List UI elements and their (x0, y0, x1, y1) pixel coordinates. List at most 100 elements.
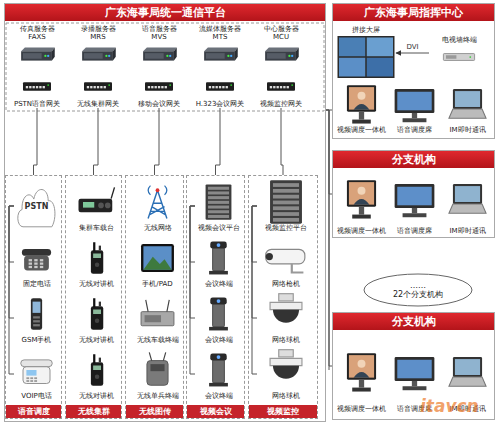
device-box: 固定电话 (14, 236, 59, 288)
device-box: 无线对讲机 (74, 292, 119, 344)
device-label: IM即时通讯 (449, 126, 485, 134)
device-box: 网络球机 (257, 348, 315, 400)
device-label: 无线单兵终端 (137, 392, 179, 400)
device-box: 电视墙终端 (429, 36, 489, 70)
device-icon (257, 348, 315, 392)
device-label: PSTN语音网关 (14, 100, 60, 108)
device-label: 无线网络 (144, 224, 172, 232)
device-icon (257, 236, 315, 280)
device-label: 集群车载台 (79, 224, 114, 232)
watermark: itavcn (420, 396, 479, 416)
device-label: 会议终端 (205, 336, 233, 344)
device-label: 无线对讲机 (79, 336, 114, 344)
device-box: 视频调度一体机 (335, 84, 388, 134)
device-box: 语音调度席 (388, 84, 441, 134)
device-label: H.323会议网关 (196, 100, 245, 108)
device-icon (129, 72, 189, 100)
panel-title: 广东海事局统一通信平台 (5, 4, 325, 21)
device-label: 电视墙终端 (442, 36, 477, 44)
device-label: 会议终端 (205, 280, 233, 288)
device-icon (14, 236, 59, 280)
device-icon (257, 292, 315, 336)
device-icon (388, 84, 441, 126)
device-icon (251, 72, 311, 100)
device-icon (253, 41, 309, 69)
device-box: GSM手机 (14, 292, 59, 344)
device-label: 手机/PAD (142, 280, 172, 288)
device-icon (68, 72, 128, 100)
device-label: 移动会议网关 (138, 100, 180, 108)
device-label: 视频监控平台 (265, 224, 307, 232)
device-label: 视频调度一体机 (337, 405, 386, 413)
device-box: 视频调度一体机 (335, 341, 388, 413)
device-label: 录播服务器 MRS (75, 25, 121, 41)
server-device: 语音服务器 MVS (131, 25, 187, 69)
device-box: 视频监控平台 (257, 180, 315, 232)
device-label: 视频调度一体机 (337, 227, 386, 235)
service-column: 视频监控视频监控平台网络枪机网络球机网络球机 (248, 175, 318, 419)
device-icon (74, 236, 119, 280)
device-box: 拼接大屏 (336, 26, 396, 80)
device-icon (195, 180, 242, 224)
device-label: 语音调度席 (397, 227, 432, 235)
device-box: 会议终端 (195, 292, 242, 344)
network-cloud: PSTN (14, 180, 59, 232)
column-label: 无线图传 (126, 405, 183, 418)
server-device: 传真服务器 FAXS (9, 25, 65, 69)
panel-title: 分支机构 (333, 151, 494, 168)
gateway-device: PSTN语音网关 (7, 72, 67, 108)
device-label: 无线对讲机 (79, 280, 114, 288)
device-label: 网络枪机 (272, 280, 300, 288)
device-label: 语音服务器 MVS (136, 25, 182, 41)
device-label: 语音调度席 (397, 126, 432, 134)
device-label: 网络球机 (272, 392, 300, 400)
device-icon (336, 34, 396, 80)
device-icon (441, 84, 494, 126)
panel-title: 分支机构 (333, 313, 494, 330)
gateway-device: 无线集群网关 (68, 72, 128, 108)
device-box: IM即时通讯 (441, 84, 494, 134)
device-icon (195, 236, 242, 280)
device-box: IM即时通讯 (441, 173, 494, 235)
device-box: VOIP电话 (14, 348, 59, 400)
service-column: 语音调度 PSTN 固定电话 GSM手机 VOIP电话 (5, 175, 62, 419)
device-label: 会议终端 (205, 392, 233, 400)
device-box: 无线网络 (134, 180, 181, 232)
device-icon (335, 341, 388, 405)
server-device: 录播服务器 MRS (70, 25, 126, 69)
device-icon (134, 348, 181, 392)
server-device: 中心服务器 MCU (253, 25, 309, 69)
device-label: 流媒体服务器 MTS (197, 25, 243, 41)
device-icon (9, 41, 65, 69)
device-icon (257, 180, 315, 224)
device-icon (429, 44, 489, 70)
column-label: 无线集群 (66, 405, 121, 418)
device-icon (441, 341, 494, 405)
gateway-device: 视频监控网关 (251, 72, 311, 108)
device-box: 无线车载终端 (134, 292, 181, 344)
branch-ellipse: …… 22个分支机构 (363, 273, 473, 307)
connector-label: DVI (393, 43, 433, 51)
service-column: 无线集群集群车载台无线对讲机无线对讲机无线对讲机 (65, 175, 122, 419)
device-icon (134, 180, 181, 224)
device-label: 无线车载终端 (137, 336, 179, 344)
device-label: 传真服务器 FAXS (14, 25, 60, 41)
device-icon (7, 72, 67, 100)
device-label: VOIP电话 (21, 392, 51, 400)
device-icon (335, 84, 388, 126)
column-label: 语音调度 (6, 405, 61, 418)
device-label: 视频会议平台 (198, 224, 240, 232)
device-label: 无线集群网关 (77, 100, 119, 108)
device-box: 集群车载台 (74, 180, 119, 232)
device-icon (192, 41, 248, 69)
device-box: 无线对讲机 (74, 236, 119, 288)
device-icon (195, 348, 242, 392)
device-icon (388, 341, 441, 405)
device-icon (74, 180, 119, 224)
bus-line (329, 110, 330, 370)
device-label: 固定电话 (23, 280, 51, 288)
device-icon (134, 292, 181, 336)
device-label: 中心服务器 MCU (258, 25, 304, 41)
shape-label: PSTN (11, 202, 63, 211)
shape-label: …… 22个分支机构 (392, 281, 444, 299)
